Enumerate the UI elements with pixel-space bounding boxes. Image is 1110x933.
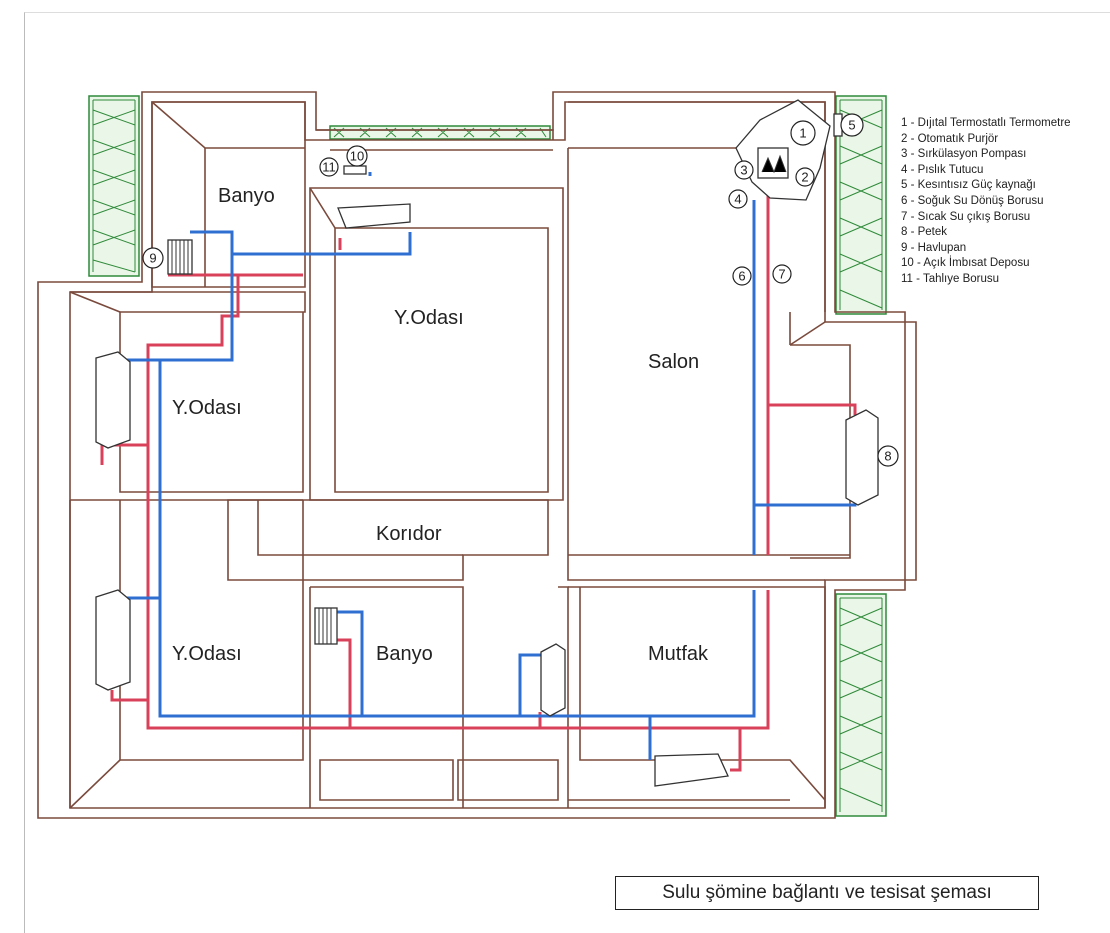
page-frame bbox=[24, 12, 1110, 933]
room-label-salon: Salon bbox=[648, 351, 699, 373]
svg-text:10: 10 bbox=[350, 149, 364, 164]
marker-1: 1 bbox=[790, 120, 816, 146]
room-label-banyo-bottom: Banyo bbox=[376, 643, 433, 665]
marker-2: 2 bbox=[795, 167, 815, 187]
legend-item: 6 - Soğuk Su Dönüş Borusu bbox=[901, 194, 1044, 207]
marker-4: 4 bbox=[728, 189, 748, 209]
walls bbox=[37, 91, 917, 819]
svg-text:5: 5 bbox=[848, 118, 855, 133]
legend: 1 - Dıjıtal Termostatlı Termometre 2 - Ot… bbox=[901, 116, 1071, 288]
hot-supply-pipes bbox=[100, 180, 857, 772]
svg-text:7: 7 bbox=[778, 267, 785, 282]
legend-item: 1 - Dıjıtal Termostatlı Termometre bbox=[901, 117, 1071, 129]
room-label-mutfak: Mutfak bbox=[648, 643, 709, 665]
legend-item: 4 - Pıslık Tutucu bbox=[901, 163, 984, 176]
svg-text:6: 6 bbox=[738, 269, 745, 284]
legend-item: 3 - Sırkülasyon Pompası bbox=[901, 148, 1027, 161]
marker-6: 6 bbox=[732, 266, 752, 286]
svg-text:1: 1 bbox=[799, 126, 806, 141]
room-label-banyo-top: Banyo bbox=[218, 185, 275, 207]
marker-3: 3 bbox=[734, 160, 754, 180]
terrace-left bbox=[88, 95, 140, 277]
marker-10: 10 bbox=[346, 145, 368, 167]
legend-item: 10 - Açık İmbısat Deposu bbox=[901, 257, 1030, 270]
expansion-tank-icon bbox=[343, 165, 367, 175]
diagram-caption: Sulu şömine bağlantı ve tesisat şeması bbox=[615, 876, 1039, 910]
legend-item: 2 - Otomatık Purjör bbox=[901, 132, 999, 145]
terrace-right-bottom bbox=[835, 593, 887, 817]
marker-5: 5 bbox=[840, 113, 864, 137]
fireplace-icon bbox=[735, 99, 831, 201]
room-label-yodasi-left: Y.Odası bbox=[172, 397, 242, 419]
svg-text:8: 8 bbox=[884, 449, 891, 464]
svg-text:2: 2 bbox=[801, 170, 808, 185]
svg-text:9: 9 bbox=[149, 251, 156, 266]
legend-item: 9 - Havlupan bbox=[901, 241, 967, 254]
marker-7: 7 bbox=[772, 264, 792, 284]
cold-return-pipes bbox=[115, 172, 857, 760]
radiator-icon bbox=[95, 203, 879, 787]
marker-9: 9 bbox=[142, 247, 164, 269]
legend-item: 5 - Kesıntısız Güç kaynağı bbox=[901, 179, 1036, 192]
towel-radiator-icon bbox=[167, 239, 338, 645]
room-label-yodasi-center: Y.Odası bbox=[394, 307, 464, 329]
legend-item: 8 - Petek bbox=[901, 226, 948, 239]
terrace-top bbox=[329, 125, 551, 140]
legend-item: 11 - Tahlıye Borusu bbox=[901, 272, 1000, 285]
legend-item: 7 - Sıcak Su çıkış Borusu bbox=[901, 210, 1031, 223]
svg-text:4: 4 bbox=[734, 192, 741, 207]
marker-11: 11 bbox=[319, 157, 339, 177]
svg-text:3: 3 bbox=[740, 163, 747, 178]
room-label-yodasi-bottom: Y.Odası bbox=[172, 643, 242, 665]
room-label-koridor: Korıdor bbox=[376, 523, 442, 545]
marker-8: 8 bbox=[877, 445, 899, 467]
svg-text:11: 11 bbox=[322, 160, 336, 175]
